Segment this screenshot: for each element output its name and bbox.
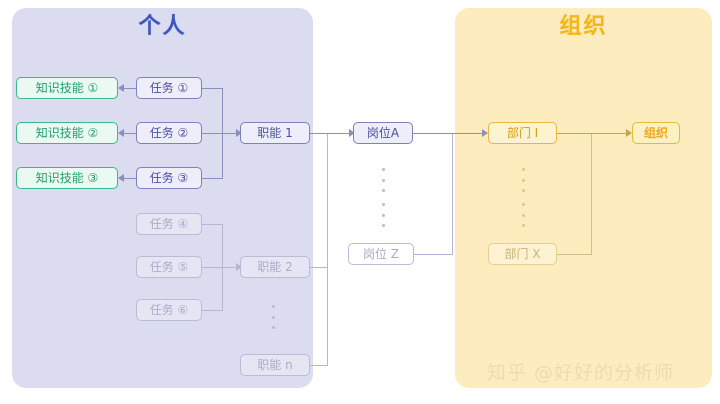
connector-task1-skill1 [124,88,136,89]
node-task-6[interactable]: 任务 ⑥ [136,299,202,321]
connector-function1-bus [310,133,328,134]
ellipsis-departments-upper [521,168,525,192]
connector-departmentx-bus [557,254,592,255]
connector-task1-bus [202,88,223,89]
arrow-positions-department1 [482,129,488,137]
bus-positions [452,133,453,254]
connector-taskbus-function1 [202,133,238,134]
node-function-2[interactable]: 职能 2 [240,256,310,278]
panel-organization-title: 组织 [559,14,608,39]
node-task-2[interactable]: 任务 ② [136,122,202,144]
bus-departments [591,133,592,254]
connector-task4-bus [202,224,223,225]
node-skill-3[interactable]: 知识技能 ③ [16,167,118,189]
node-position-z[interactable]: 岗位 Z [348,243,414,265]
node-skill-1[interactable]: 知识技能 ① [16,77,118,99]
node-task-4[interactable]: 任务 ④ [136,213,202,235]
arrow-tasks-function2 [236,263,242,271]
node-task-5[interactable]: 任务 ⑤ [136,256,202,278]
node-department-1[interactable]: 部门 I [488,122,557,144]
ellipsis-positions-lower [381,203,385,227]
connector-positionbus-department [452,133,484,134]
bus-functions [327,133,328,365]
arrow-task3-skill3 [118,174,124,182]
node-department-x[interactable]: 部门 X [488,243,557,265]
ellipsis-positions-upper [381,168,385,192]
arrow-departments-organization [626,129,632,137]
connector-task6-bus [202,310,223,311]
node-organization[interactable]: 组织 [632,122,680,144]
connector-positiona-bus [413,133,453,134]
connector-departmentbus-organization [591,133,628,134]
node-task-3[interactable]: 任务 ③ [136,167,202,189]
connector-function2-bus [310,267,328,268]
connector-functionbus-position [327,133,351,134]
node-function-1[interactable]: 职能 1 [240,122,310,144]
connector-task3-skill3 [124,178,136,179]
node-task-1[interactable]: 任务 ① [136,77,202,99]
connector-department1-bus [557,133,592,134]
panel-individual [12,8,313,388]
node-skill-2[interactable]: 知识技能 ② [16,122,118,144]
node-position-a[interactable]: 岗位A [353,122,413,144]
connector-functionn-bus [310,365,328,366]
arrow-tasks-function1 [236,129,242,137]
connector-task3-bus [202,178,223,179]
panel-organization [455,8,712,388]
arrow-task2-skill2 [118,129,124,137]
ellipsis-departments-lower [521,203,525,227]
connector-positionz-bus [414,254,453,255]
arrow-functions-positionA [349,129,355,137]
arrow-task1-skill1 [118,84,124,92]
node-function-n[interactable]: 职能 n [240,354,310,376]
ellipsis-functions [271,305,275,329]
connector-task2-skill2 [124,133,136,134]
watermark: 知乎 @好好的分析师 [487,362,675,384]
connector-taskbus-function2 [202,267,238,268]
panel-individual-title: 个人 [138,14,187,39]
